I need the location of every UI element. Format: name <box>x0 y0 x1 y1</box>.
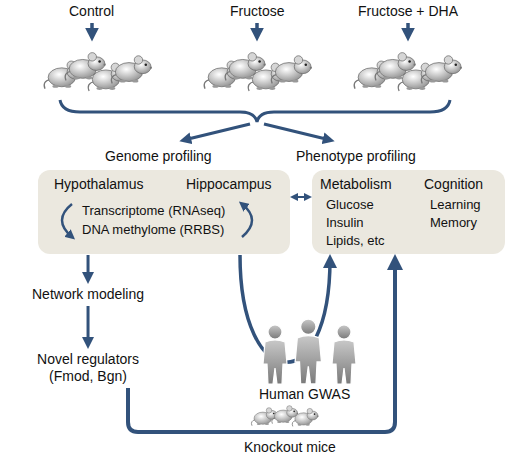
group-bracket <box>60 100 450 122</box>
step-label: Novel regulators (Fmod, Bgn) <box>24 349 152 387</box>
text-slot: Hippocampus <box>186 175 272 193</box>
group-arrow <box>90 23 94 36</box>
list-item: Lipids, etc <box>326 233 385 248</box>
step-label: Network modeling <box>28 284 148 305</box>
mouse-group <box>204 53 312 91</box>
group-arrow <box>406 23 410 36</box>
label-slot: Knockout mice <box>244 439 336 456</box>
step-text: Novel regulators (Fmod, Bgn) <box>28 351 148 385</box>
text-slot: Metabolism <box>320 175 392 193</box>
human-figures <box>263 319 356 384</box>
cycle-arrow <box>242 204 252 237</box>
panel-heading: Metabolism <box>320 176 392 192</box>
list-item: Transcriptome (RNAseq) <box>82 203 225 218</box>
group-label: Fructose <box>230 3 284 19</box>
list-item: Glucose <box>326 197 374 212</box>
branch-arrow <box>264 124 330 140</box>
text-slot: Learning <box>430 195 481 213</box>
method-label: Human GWAS <box>259 386 350 402</box>
cycle-arrow <box>62 204 72 237</box>
text-slot: Lipids, etc <box>326 231 385 249</box>
panel-heading: Cognition <box>424 176 483 192</box>
text-slot: Glucose <box>326 195 374 213</box>
mouse-group <box>44 53 152 91</box>
flow-connector <box>87 306 90 344</box>
text-slot: Memory <box>430 213 477 231</box>
label-slot: Fructose + DHA <box>358 3 458 20</box>
step-text: Phenotype profiling <box>296 148 416 165</box>
flow-connector <box>128 260 395 432</box>
method-label: Knockout mice <box>244 439 336 455</box>
group-label: Control <box>69 3 114 19</box>
branch-arrow <box>184 124 250 140</box>
text-slot: Transcriptome (RNAseq) <box>82 201 225 219</box>
list-item: Insulin <box>326 215 364 230</box>
flow-connector <box>87 255 90 279</box>
list-item: Learning <box>430 197 481 212</box>
label-slot: Human GWAS <box>259 386 350 403</box>
flow-connector <box>240 255 330 362</box>
flow-connector <box>293 196 309 198</box>
label-slot: Control <box>69 3 114 20</box>
step-label: Phenotype profiling <box>292 146 420 167</box>
step-label: Genome profiling <box>101 146 216 167</box>
text-slot: DNA methylome (RRBS) <box>82 220 224 238</box>
text-slot: Hypothalamus <box>54 175 144 193</box>
mouse-group <box>354 53 462 91</box>
list-item: DNA methylome (RRBS) <box>82 222 224 237</box>
knockout-mice <box>251 406 318 427</box>
profiling-panel: MetabolismGlucoseInsulinLipids, etc Cogni… <box>312 170 505 254</box>
label-slot: Fructose <box>230 3 284 20</box>
profiling-panel: Hypothalamus HippocampusTranscriptome (RN… <box>38 170 290 254</box>
group-label: Fructose + DHA <box>358 3 458 19</box>
text-slot: Cognition <box>424 175 483 193</box>
panel-heading: Hippocampus <box>186 176 272 192</box>
panel-heading: Hypothalamus <box>54 176 144 192</box>
text-slot: Insulin <box>326 213 364 231</box>
step-text: Genome profiling <box>105 148 212 165</box>
step-text: Network modeling <box>32 286 144 303</box>
group-arrow <box>255 23 259 36</box>
list-item: Memory <box>430 215 477 230</box>
